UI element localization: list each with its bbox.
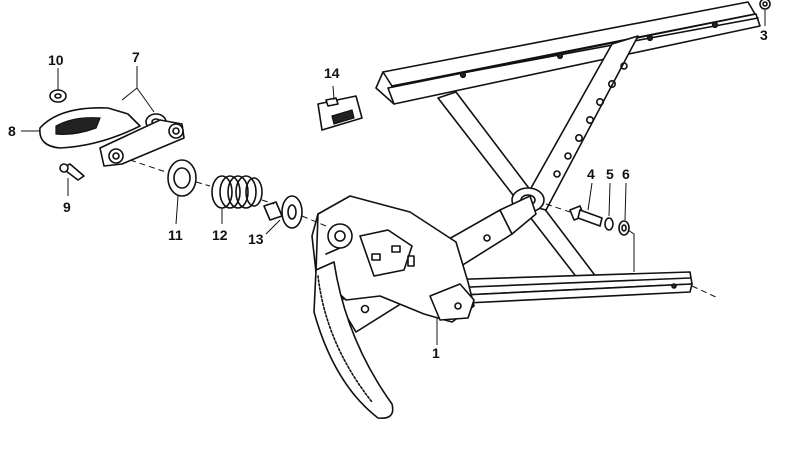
callout-6: 6 (622, 166, 630, 182)
lower-rail-centerline (691, 285, 719, 299)
callout-5: 5 (606, 166, 614, 182)
spring-part-12 (211, 175, 263, 209)
screw-part-9 (59, 163, 85, 181)
drive-pinion (327, 223, 353, 249)
callout-7: 7 (132, 49, 140, 65)
callout-13: 13 (248, 231, 264, 247)
callout-14: 14 (324, 65, 340, 81)
lower-guide-rail (439, 271, 693, 305)
scissor-arm-rear (521, 35, 639, 211)
upper-guide-rail (375, 1, 761, 105)
crank-handle-part-8 (39, 107, 141, 149)
clip-part-14 (317, 95, 363, 131)
callout-3: 3 (760, 27, 768, 43)
washer-part-13 (263, 195, 303, 229)
bolt-centerline (545, 203, 571, 213)
gear-sector (313, 261, 394, 420)
callout-11: 11 (168, 227, 183, 243)
bolt-part-4 (569, 205, 603, 227)
callout-12: 12 (212, 227, 228, 243)
callout-10: 10 (48, 52, 64, 68)
escutcheon-part-11 (167, 159, 197, 197)
callout-4: 4 (587, 166, 595, 182)
nut-part-3 (759, 0, 771, 10)
regulator-base-plate (311, 195, 475, 323)
callout-1: 1 (432, 345, 440, 361)
mounting-bracket (429, 283, 475, 321)
leader-lines (21, 10, 766, 345)
crank-arm-part-7 (99, 119, 185, 167)
washer-part-5 (604, 217, 614, 231)
callout-8: 8 (8, 123, 16, 139)
bolt-axis-line (627, 229, 635, 272)
callout-9: 9 (63, 199, 71, 215)
screw-part-10 (49, 89, 67, 103)
nut-part-6 (618, 220, 630, 236)
